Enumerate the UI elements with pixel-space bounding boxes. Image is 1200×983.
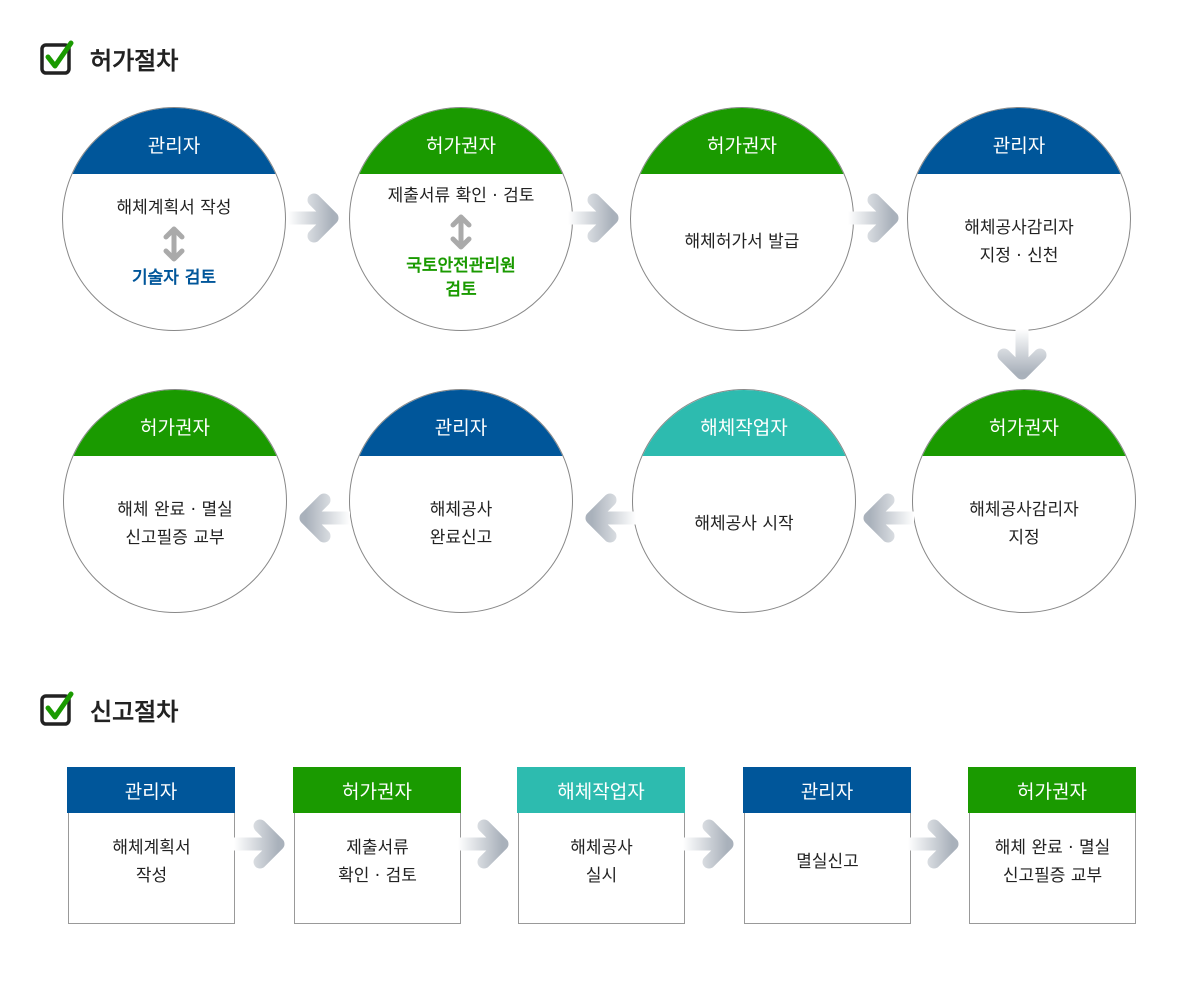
flow-arrow-icon (997, 322, 1047, 381)
role-header: 해체작업자 (633, 390, 855, 456)
flow-arrow-icon (584, 493, 643, 543)
checkbox-check-icon (40, 40, 74, 76)
step-text: 해체공사 시작 (694, 514, 794, 534)
step-text: 작성 (135, 866, 168, 886)
step-text: 신고필증 교부 (1002, 866, 1103, 886)
role-label: 관리자 (147, 134, 201, 157)
role-label: 관리자 (434, 416, 488, 439)
flow-arrow-icon (451, 819, 510, 869)
flow-arrow-icon (227, 819, 286, 869)
flow-arrow-icon (901, 819, 960, 869)
role-label: 허가권자 (989, 416, 1059, 439)
step-text: 멸실신고 (796, 852, 859, 872)
role-header: 관리자 (743, 767, 911, 813)
step-text: 해체계획서 작성 (116, 198, 232, 218)
role-header: 관리자 (350, 390, 572, 456)
step-text: 해체공사 (570, 838, 633, 858)
review-text: 기술자 검토 (131, 268, 217, 288)
step-text: 해체 완료 · 멸실 (994, 838, 1111, 858)
role-header: 허가권자 (913, 390, 1135, 456)
role-header: 관리자 (908, 108, 1130, 174)
checkbox-check-icon (40, 691, 74, 727)
role-label: 허가권자 (342, 780, 412, 803)
step-body: 해체공사 시작 (633, 456, 855, 612)
flow-arrow-icon (862, 493, 921, 543)
step-text: 지정 (1008, 528, 1040, 548)
role-label: 해체작업자 (700, 416, 788, 439)
role-header: 해체작업자 (517, 767, 685, 813)
role-label: 허가권자 (707, 134, 777, 157)
review-text: 검토 (445, 280, 477, 300)
role-header: 관리자 (67, 767, 235, 813)
role-header: 허가권자 (350, 108, 572, 174)
step-text: 해체허가서 발급 (684, 232, 800, 252)
flow-arrow-icon (281, 193, 340, 243)
report-section-title: 신고절차 (40, 691, 178, 727)
role-header: 허가권자 (631, 108, 853, 174)
review-text: 국토안전관리원 (406, 256, 516, 276)
step-text: 제출서류 (346, 838, 409, 858)
role-header: 관리자 (63, 108, 285, 174)
role-label: 허가권자 (426, 134, 496, 157)
step-text: 제출서류 확인 · 검토 (387, 186, 535, 206)
section-title-text: 허가절차 (90, 46, 179, 75)
step-text: 해체공사감리자 (964, 218, 1074, 238)
role-label: 관리자 (124, 780, 178, 803)
step-text: 지정 · 신천 (979, 246, 1059, 266)
role-header: 허가권자 (293, 767, 461, 813)
role-label: 허가권자 (140, 416, 210, 439)
step-text: 확인 · 검토 (338, 866, 417, 886)
bidirectional-arrow-icon (163, 226, 185, 262)
step-text: 해체공사감리자 (969, 500, 1079, 520)
bidirectional-arrow-icon (450, 214, 472, 250)
flow-arrow-icon (298, 493, 357, 543)
flow-arrow-icon (841, 193, 900, 243)
step-body: 해체허가서 발급 (631, 174, 853, 330)
role-header: 허가권자 (64, 390, 286, 456)
role-label: 해체작업자 (557, 780, 645, 803)
role-label: 관리자 (800, 780, 854, 803)
step-text: 완료신고 (429, 528, 493, 548)
step-body: 멸실신고 (744, 813, 911, 924)
permit-section-title: 허가절차 (40, 40, 178, 76)
role-header: 허가권자 (968, 767, 1136, 813)
flow-arrow-icon (561, 193, 620, 243)
role-label: 허가권자 (1017, 780, 1087, 803)
flow-arrow-icon (676, 819, 735, 869)
step-text: 실시 (585, 866, 618, 886)
step-text: 해체 완료 · 멸실 (117, 500, 233, 520)
step-text: 해체공사 (429, 500, 493, 520)
step-text: 해체계획서 (112, 838, 191, 858)
section-title-text: 신고절차 (90, 697, 179, 726)
role-label: 관리자 (992, 134, 1046, 157)
step-text: 신고필증 교부 (125, 528, 225, 548)
